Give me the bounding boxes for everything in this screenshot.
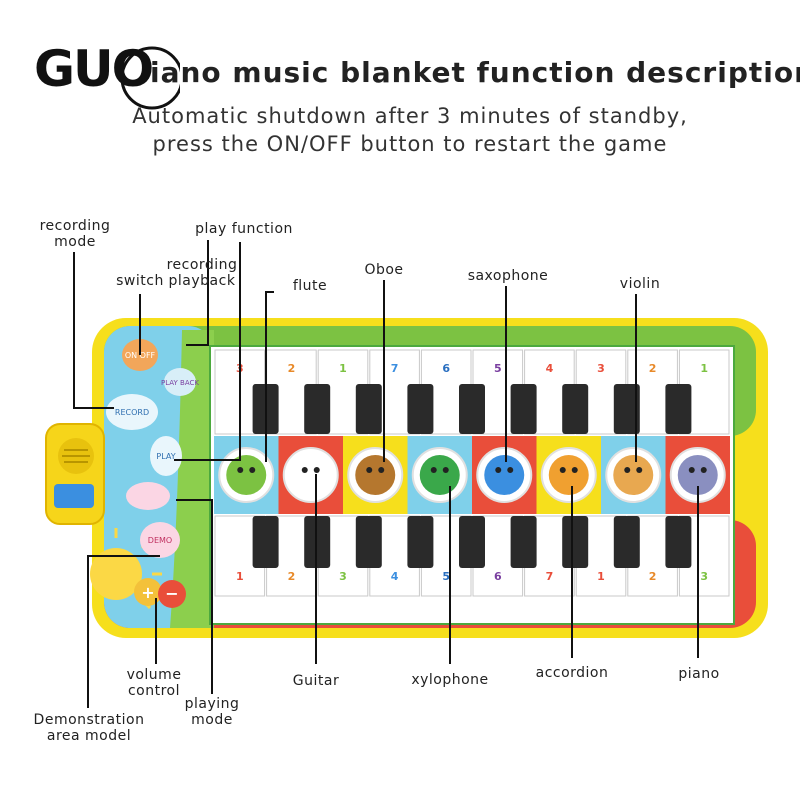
speaker-unit [45,423,105,525]
svg-text:DEMO: DEMO [148,536,172,545]
grass-strip [170,330,214,628]
svg-text:ON OFF: ON OFF [125,351,156,360]
black-key [665,384,692,434]
black-key [665,516,692,568]
key-number: 1 [700,362,708,375]
black-key [355,384,382,434]
svg-text:PLAY BACK: PLAY BACK [161,379,199,387]
key-number: 2 [288,362,296,375]
black-key [613,384,640,434]
key-number: 4 [391,570,399,583]
deer-icon [613,455,654,495]
black-keys [252,384,692,568]
label-saxophone: saxophone [467,268,549,284]
label-violin: violin [619,276,661,292]
play-button: PLAY [150,436,182,476]
eye-icon [507,467,514,473]
brand-logo [120,46,180,110]
black-key [407,384,434,434]
elephant-icon [484,455,525,495]
key-number: 1 [236,570,244,583]
label-accordion: accordion [535,665,609,681]
black-key [407,516,434,568]
monkey-icon [355,455,396,495]
key-number: 4 [546,362,554,375]
eye-icon [301,467,308,473]
eye-icon [571,467,578,473]
key-number: 5 [494,362,502,375]
eye-icon [378,467,385,473]
eye-icon [249,467,256,473]
subtitle-line-2: press the ON/OFF button to restart the g… [152,132,668,156]
hippo-icon [677,455,718,495]
eye-icon [688,467,695,473]
key-number: 1 [597,570,605,583]
key-number: 2 [649,362,657,375]
svg-text:+: + [141,583,154,602]
lion-icon [548,455,589,495]
key-number: 3 [339,570,347,583]
black-key [304,384,331,434]
key-number: 3 [700,570,708,583]
eye-icon [313,467,320,473]
label-switch: switch [116,273,164,289]
black-key [252,516,279,568]
black-key [562,516,589,568]
black-key [459,384,485,434]
black-key [304,516,331,568]
label-xylophone: xylophone [411,672,489,688]
eye-icon [442,467,449,473]
eye-icon [624,467,631,473]
playback-button: PLAY BACK [161,368,199,396]
demo-button: DEMO [140,522,180,558]
label-play-function: play function [195,221,293,237]
key-number: 6 [494,570,502,583]
black-key [510,516,537,568]
eye-icon [237,467,244,473]
zebra-icon [290,455,331,495]
key-number: 5 [442,570,450,583]
black-key [355,516,382,568]
key-number: 7 [546,570,554,583]
label-guitar: Guitar [292,673,340,689]
key-number: 7 [391,362,399,375]
black-key [613,516,640,568]
svg-text:−: − [165,584,178,603]
svg-text:PLAY: PLAY [156,452,175,461]
eye-icon [366,467,373,473]
svg-text:RECORD: RECORD [115,408,149,417]
eye-icon [430,467,437,473]
crocodile-icon [419,455,460,495]
label-flute: flute [292,278,328,294]
black-key [562,384,589,434]
eye-icon [636,467,643,473]
lower-key-numbers: 1 2 3 4 5 6 7 1 2 3 [236,570,708,583]
eye-icon [700,467,707,473]
black-key [510,384,537,434]
frog-icon [226,455,267,495]
instrument-animal-band [214,436,730,514]
key-number: 3 [597,362,605,375]
playing-mode-button [126,482,170,510]
key-number: 2 [288,570,296,583]
label-oboe: Oboe [364,262,404,278]
subtitle-line-1: Automatic shutdown after 3 minutes of st… [132,104,688,128]
label-piano: piano [678,666,720,682]
page-title: iano music blanket function description [150,56,800,89]
black-key [459,516,485,568]
logo-text: GUO [34,40,154,98]
eye-icon [495,467,502,473]
record-button: RECORD [106,394,158,430]
key-number: 6 [442,362,450,375]
key-number: 1 [339,362,347,375]
eye-icon [559,467,566,473]
key-number: 2 [649,570,657,583]
